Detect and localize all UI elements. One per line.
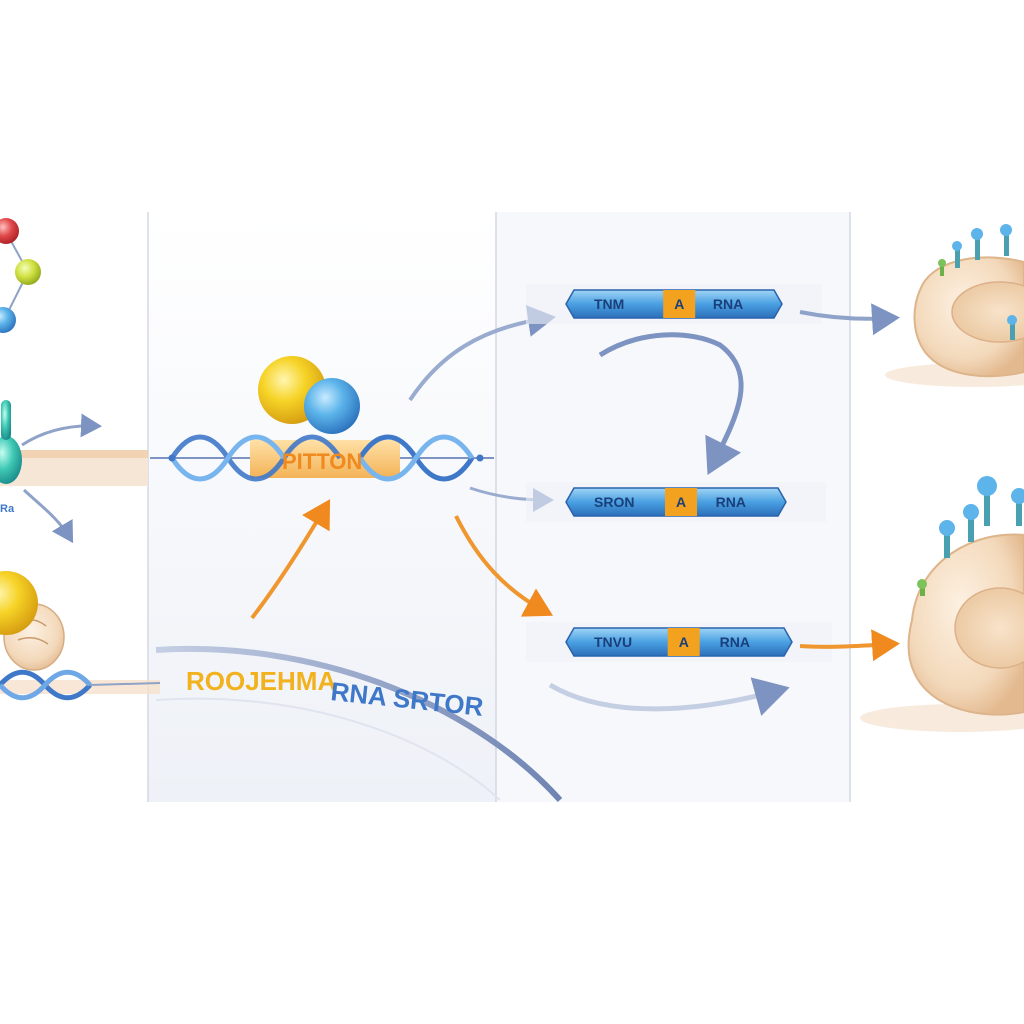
rna-strand-right-label: RNA [713,296,743,312]
blue-protein [304,378,360,434]
arrow-loop-down [598,332,744,475]
rna-strand-marker [667,628,700,656]
arrow-to-strand-1 [408,305,556,402]
molecule-cluster [0,218,41,333]
arrow-bottom-right [548,677,790,716]
arrow-up-to-dna [250,499,331,620]
red-atom [0,218,19,244]
left-complex [0,571,65,671]
rna-strand-group: TNM A RNA SRON A RNA TNVU A RNA [526,284,832,662]
arrow-receptor-down [22,488,74,544]
dna-helix-main: PITTON [150,434,494,482]
rna-strand: SRON A RNA [526,482,826,522]
arrow-receptor-out [21,413,102,447]
rna-strand: TNM A RNA [526,284,822,324]
rna-strand: TNVU A RNA [526,622,832,662]
cell-bottom [860,476,1024,732]
arrow-to-cell-1 [799,303,900,336]
arrow-to-strand-3 [454,515,554,617]
rna-strand-marker [663,290,696,318]
rna-strand-left-label: TNM [594,296,624,312]
rna-strand-mid-label: A [676,494,686,510]
lime-atom [15,259,41,285]
yellow-complex-ball [0,571,38,635]
rna-strand-marker [665,488,697,516]
rna-strand-mid-label: A [679,634,689,650]
band-title-part1: ROOJEHMA [186,666,336,696]
side-tag: Ra [0,503,15,515]
rna-strand-right-label: RNA [720,634,750,650]
rna-strand-right-label: RNA [716,494,746,510]
cell-bottom-receptors [917,476,1024,596]
left-dna-helix [0,669,161,701]
blue-atom [0,307,16,333]
cell-top [885,224,1024,387]
receptor-protein: Ra [0,400,148,515]
rna-strand-left-label: SRON [594,494,634,510]
dna-center-label: PITTON [282,449,362,474]
rna-strand-mid-label: A [674,296,684,312]
arrow-to-cell-2 [799,629,900,662]
rna-strand-left-label: TNVU [594,634,632,650]
cell-top-receptors [938,224,1017,340]
